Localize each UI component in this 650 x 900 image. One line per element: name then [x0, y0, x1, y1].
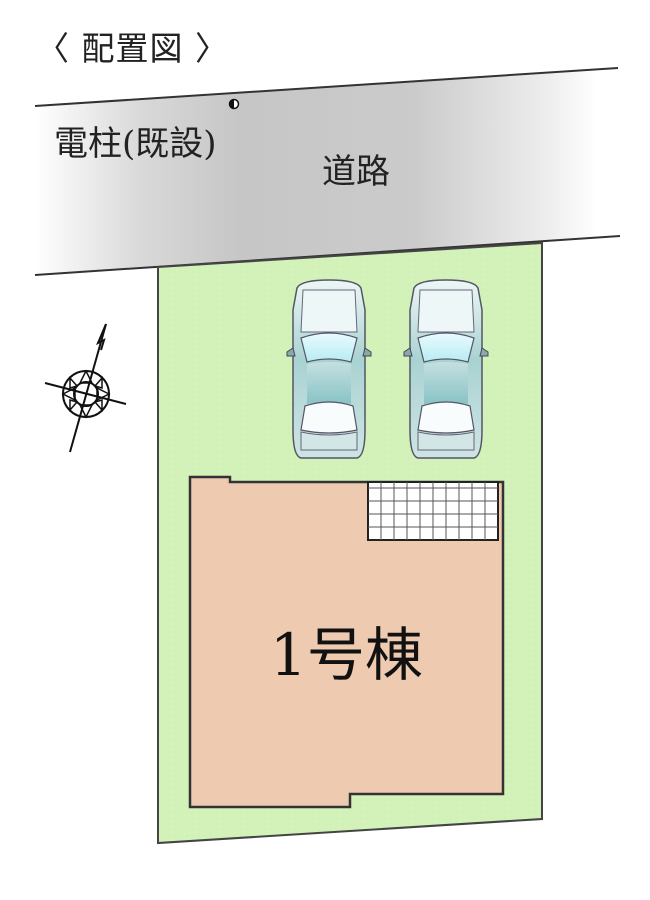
utility-pole-icon	[228, 98, 240, 110]
page-title: 〈 配置図 〉	[36, 29, 229, 68]
balcony-grid	[367, 481, 499, 541]
compass-rose-icon	[44, 323, 127, 453]
utility-pole-label: 電柱(既設)	[54, 124, 217, 164]
car-1-icon	[286, 279, 372, 459]
house-label: 1号棟	[270, 621, 423, 689]
house-1	[188, 475, 505, 809]
road-label: 道路	[322, 152, 390, 192]
car-2-icon	[403, 279, 489, 459]
